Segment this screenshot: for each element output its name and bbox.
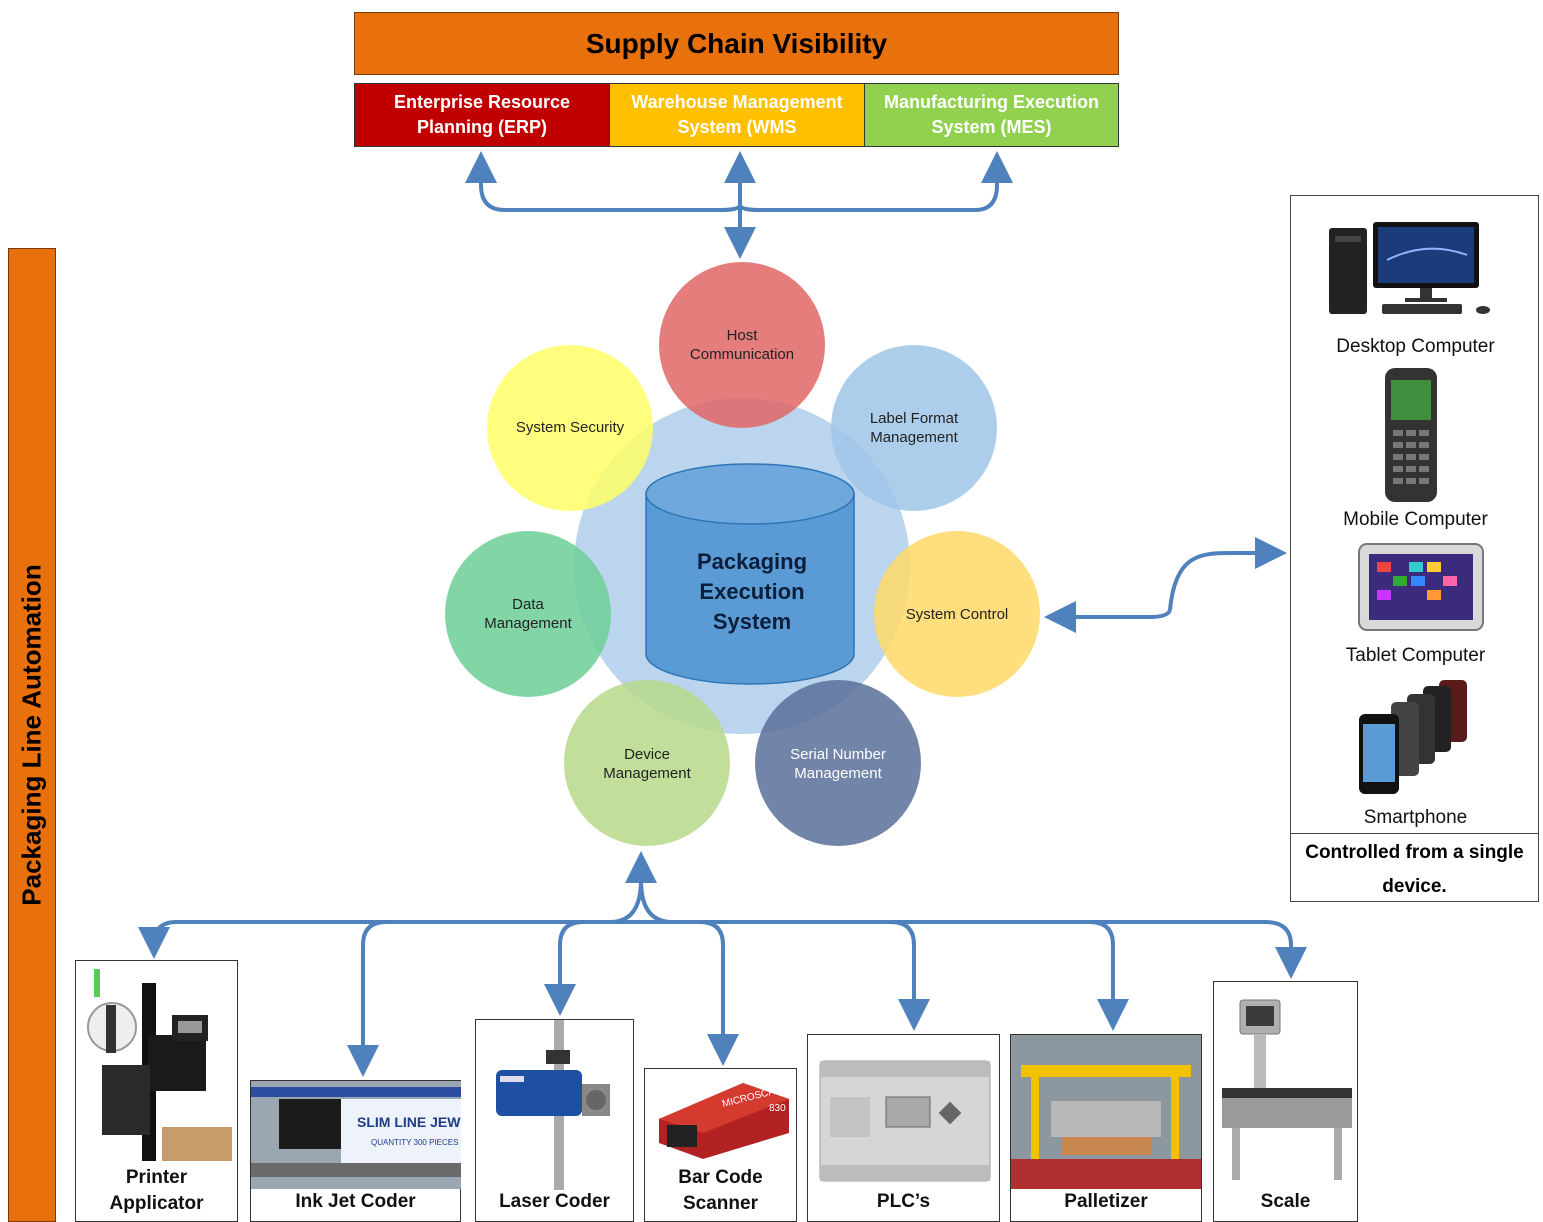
arrow-to-laser-coder xyxy=(544,920,584,1016)
wms-box: Warehouse Management System (WMS xyxy=(609,83,865,147)
tablet-computer-icon xyxy=(1358,543,1484,631)
device-panel: Desktop Computer Mobile Computer Tablet … xyxy=(1290,195,1539,902)
bottom-connectors xyxy=(138,851,1307,1077)
arrow-to-printer-applicator xyxy=(138,920,177,959)
erp-box: Enterprise Resource Planning (ERP) xyxy=(354,83,610,147)
center-title-line3: System xyxy=(713,609,791,634)
device-management-circle xyxy=(564,680,730,846)
bar-code-scanner-icon: MICROSCAN 830 xyxy=(659,1083,789,1159)
data-management-label-2: Management xyxy=(484,615,572,632)
laser-coder-label: Laser Coder xyxy=(499,1191,610,1212)
serial-number-label-2: Management xyxy=(794,765,882,782)
plcs-label: PLC’s xyxy=(876,1191,931,1212)
label-format-label-1: Label Format xyxy=(870,410,959,427)
mobile-computer-label: Mobile Computer xyxy=(1343,509,1488,530)
system-control-circle xyxy=(874,531,1040,697)
scale-label: Scale xyxy=(1260,1191,1311,1212)
desktop-computer-label: Desktop Computer xyxy=(1336,336,1495,357)
mes-box: Manufacturing Execution System (MES) xyxy=(864,83,1119,147)
arrow-to-device-panel xyxy=(1168,537,1287,611)
database-cylinder xyxy=(645,463,855,685)
printer-applicator-label: Printer Applicator xyxy=(109,1167,204,1214)
packaging-line-automation-banner: Packaging Line Automation xyxy=(8,248,56,1222)
printer-applicator-box: Printer Applicator xyxy=(75,960,238,1222)
data-management-label-1: Data xyxy=(512,596,544,613)
arrow-to-ink-jet-coder xyxy=(347,920,387,1077)
arrow-to-palletizer xyxy=(1089,920,1129,1031)
right-connector xyxy=(1044,537,1287,633)
ink-jet-coder-label: Ink Jet Coder xyxy=(295,1191,416,1212)
scale-icon xyxy=(1222,999,1352,1180)
bar-code-scanner-label: Bar Code Scanner xyxy=(678,1167,763,1214)
laser-coder-box: Laser Coder xyxy=(475,1019,634,1222)
serial-number-label-1: Serial Number xyxy=(790,746,886,763)
palletizer-icon xyxy=(1011,1035,1201,1189)
arrow-to-scale xyxy=(1264,920,1307,979)
ink-jet-coder-box: SLIM LINE JEWEL CAS QUANTITY 300 PIECES … xyxy=(250,1080,461,1222)
scanner-model-text: 830 xyxy=(769,1103,786,1114)
system-security-label: System Security xyxy=(516,419,625,436)
tablet-computer-label: Tablet Computer xyxy=(1345,645,1486,666)
arrow-to-erp xyxy=(465,151,742,212)
plc-icon xyxy=(819,1060,991,1182)
plcs-box: PLC’s xyxy=(807,1034,1000,1222)
device-management-label-1: Device xyxy=(624,746,670,763)
ink-jet-sign-line2: QUANTITY 300 PIECES xyxy=(371,1138,458,1147)
host-label-1: Host xyxy=(727,327,759,344)
devices-panel-footer: Controlled from a single device. xyxy=(1291,833,1538,904)
palletizer-box: Palletizer xyxy=(1010,1034,1202,1222)
smartphone-label: Smartphone xyxy=(1363,807,1468,828)
mobile-computer-icon xyxy=(1385,368,1437,502)
label-format-label-2: Management xyxy=(870,429,958,446)
center-title-line2: Execution xyxy=(699,579,804,604)
arrow-to-mes xyxy=(738,151,1013,212)
serial-number-circle xyxy=(755,680,921,846)
printer-applicator-icon xyxy=(87,969,232,1161)
arrow-to-plcs xyxy=(890,920,930,1031)
host-label-2: Communication xyxy=(690,346,794,363)
host-communication-circle xyxy=(659,262,825,428)
label-format-circle xyxy=(831,345,997,511)
laser-coder-icon xyxy=(496,1020,610,1190)
smartphone-icon xyxy=(1359,680,1467,794)
device-management-label-2: Management xyxy=(603,765,691,782)
data-management-circle xyxy=(445,531,611,697)
ink-jet-sign-line1: SLIM LINE JEWEL CAS xyxy=(357,1114,461,1130)
system-security-circle xyxy=(487,345,653,511)
bar-code-scanner-box: MICROSCAN 830 Bar Code Scanner xyxy=(644,1068,797,1222)
arrow-to-bar-code-scanner xyxy=(699,920,739,1066)
palletizer-label: Palletizer xyxy=(1064,1191,1148,1212)
ink-jet-coder-icon: SLIM LINE JEWEL CAS QUANTITY 300 PIECES xyxy=(251,1081,461,1189)
desktop-computer-icon xyxy=(1329,222,1490,314)
top-connectors xyxy=(465,151,1013,259)
center-title-line1: Packaging xyxy=(697,549,807,574)
arrow-to-system-control xyxy=(1044,601,1172,633)
scale-box: Scale xyxy=(1213,981,1358,1222)
supply-chain-visibility-banner: Supply Chain Visibility xyxy=(354,12,1119,75)
system-control-label: System Control xyxy=(906,606,1009,623)
